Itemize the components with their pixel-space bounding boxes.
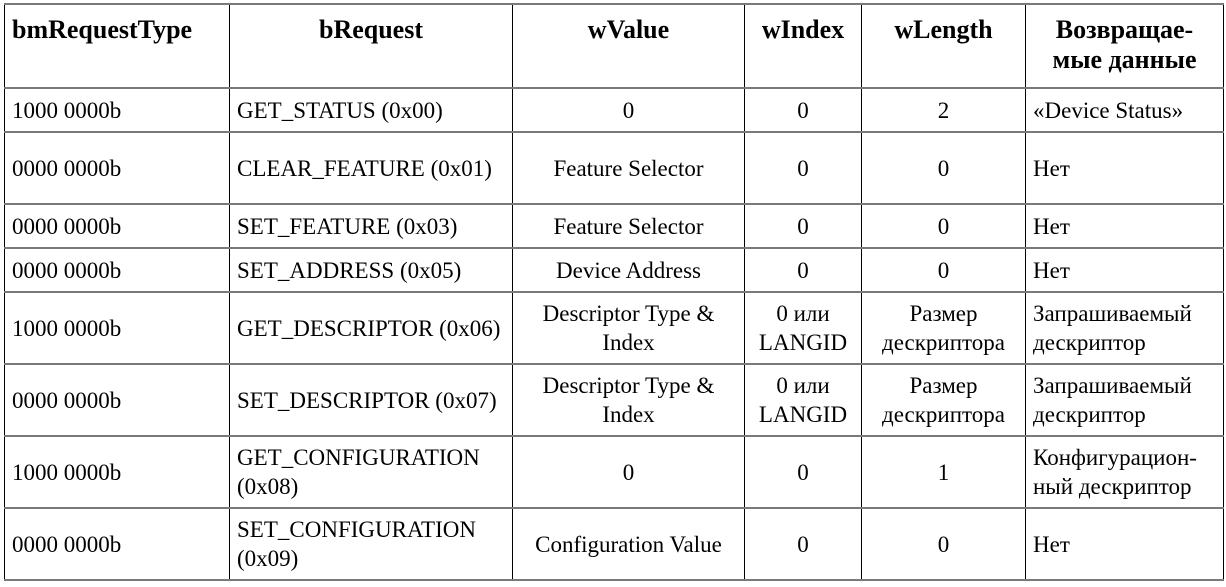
header-windex: wIndex <box>744 3 862 89</box>
cell-brequest: GET_DESCRIPTOR (0x06) <box>229 291 513 365</box>
cell-wlength: 2 <box>861 87 1026 133</box>
cell-wvalue: Feature Selector <box>512 131 745 205</box>
cell-wlength: 0 <box>861 203 1026 249</box>
cell-bmrequesttype: 1000 0000b <box>4 87 230 133</box>
header-wlength: wLength <box>861 3 1026 89</box>
cell-returned-data: Нет <box>1025 247 1224 293</box>
header-row: bmRequestType bRequest wValue wIndex wLe… <box>4 3 1224 89</box>
cell-returned-data: Запрашиваемый дескриптор <box>1025 363 1224 437</box>
cell-brequest: SET_FEATURE (0x03) <box>229 203 513 249</box>
cell-brequest: SET_DESCRIPTOR (0x07) <box>229 363 513 437</box>
cell-windex: 0 <box>744 435 862 509</box>
cell-wvalue: Descriptor Type & Index <box>512 363 745 437</box>
table-row: 0000 0000b SET_CONFIGURATION (0x09) Conf… <box>4 507 1224 581</box>
cell-returned-data: «Device Status» <box>1025 87 1224 133</box>
cell-wlength: 0 <box>861 131 1026 205</box>
cell-wlength: 0 <box>861 247 1026 293</box>
header-brequest: bRequest <box>229 3 513 89</box>
cell-wlength: Размер дескриптора <box>861 363 1026 437</box>
table-row: 0000 0000b SET_DESCRIPTOR (0x07) Descrip… <box>4 363 1224 437</box>
cell-windex: 0 <box>744 131 862 205</box>
table-row: 0000 0000b SET_ADDRESS (0x05) Device Add… <box>4 247 1224 293</box>
cell-bmrequesttype: 1000 0000b <box>4 435 230 509</box>
table-row: 0000 0000b CLEAR_FEATURE (0x01) Feature … <box>4 131 1224 205</box>
cell-returned-data: Конфигурацион-ный дескриптор <box>1025 435 1224 509</box>
cell-returned-data: Нет <box>1025 131 1224 205</box>
cell-windex: 0 <box>744 247 862 293</box>
header-returned-data: Возвращае-мые данные <box>1025 3 1224 89</box>
cell-wvalue: Descriptor Type & Index <box>512 291 745 365</box>
cell-brequest: SET_CONFIGURATION (0x09) <box>229 507 513 581</box>
cell-windex: 0 или LANGID <box>744 291 862 365</box>
cell-brequest: SET_ADDRESS (0x05) <box>229 247 513 293</box>
cell-windex: 0 <box>744 203 862 249</box>
cell-wvalue: Feature Selector <box>512 203 745 249</box>
cell-bmrequesttype: 0000 0000b <box>4 131 230 205</box>
cell-bmrequesttype: 0000 0000b <box>4 363 230 437</box>
cell-wlength: 0 <box>861 507 1026 581</box>
cell-wvalue: 0 <box>512 435 745 509</box>
cell-wlength: 1 <box>861 435 1026 509</box>
table-row: 0000 0000b SET_FEATURE (0x03) Feature Se… <box>4 203 1224 249</box>
cell-returned-data: Запрашиваемый дескриптор <box>1025 291 1224 365</box>
cell-bmrequesttype: 0000 0000b <box>4 507 230 581</box>
table-row: 1000 0000b GET_DESCRIPTOR (0x06) Descrip… <box>4 291 1224 365</box>
cell-windex: 0 или LANGID <box>744 363 862 437</box>
cell-bmrequesttype: 0000 0000b <box>4 203 230 249</box>
cell-windex: 0 <box>744 507 862 581</box>
cell-wlength: Размер дескриптора <box>861 291 1026 365</box>
header-wvalue: wValue <box>512 3 745 89</box>
cell-brequest: GET_CONFIGURATION (0x08) <box>229 435 513 509</box>
cell-wvalue: Device Address <box>512 247 745 293</box>
cell-returned-data: Нет <box>1025 203 1224 249</box>
cell-wvalue: Configuration Value <box>512 507 745 581</box>
cell-bmrequesttype: 1000 0000b <box>4 291 230 365</box>
cell-returned-data: Нет <box>1025 507 1224 581</box>
header-bmrequesttype: bmRequestType <box>4 3 230 89</box>
table-row: 1000 0000b GET_STATUS (0x00) 0 0 2 «Devi… <box>4 87 1224 133</box>
cell-brequest: CLEAR_FEATURE (0x01) <box>229 131 513 205</box>
cell-brequest: GET_STATUS (0x00) <box>229 87 513 133</box>
cell-windex: 0 <box>744 87 862 133</box>
table-row: 1000 0000b GET_CONFIGURATION (0x08) 0 0 … <box>4 435 1224 509</box>
cell-wvalue: 0 <box>512 87 745 133</box>
cell-bmrequesttype: 0000 0000b <box>4 247 230 293</box>
usb-standard-requests-table: bmRequestType bRequest wValue wIndex wLe… <box>4 3 1224 581</box>
